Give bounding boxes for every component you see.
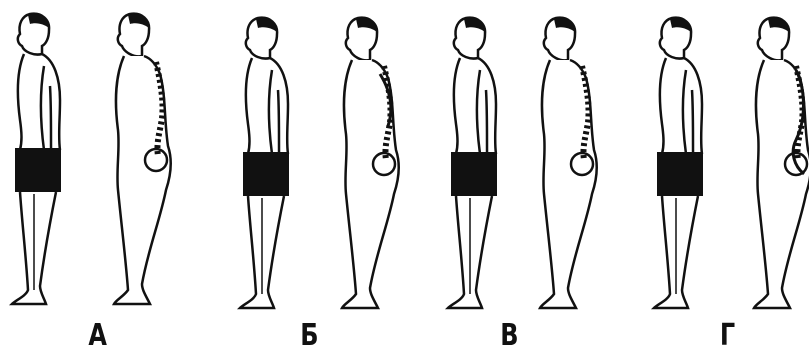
figure-v-body [448, 18, 497, 308]
figure-b-body [240, 18, 289, 308]
label-a: А [88, 318, 107, 353]
label-v: В [500, 318, 518, 353]
figure-g-spine [754, 18, 809, 308]
figure-v-spine [540, 18, 597, 308]
figure-b-spine [342, 18, 399, 308]
label-g: Г [720, 318, 735, 353]
label-b: Б [300, 318, 318, 353]
figure-a-spine [114, 14, 171, 304]
figure-a-body [12, 14, 61, 304]
figure-g-body [654, 18, 703, 308]
